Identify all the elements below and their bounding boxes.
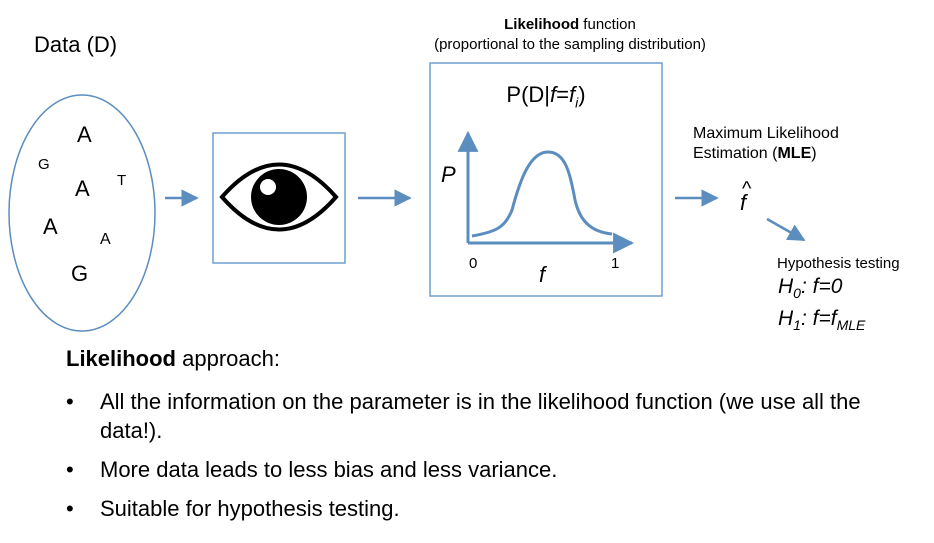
data-letter: G: [71, 261, 89, 286]
pd-sub: i: [575, 94, 579, 111]
mle-hat: ^: [742, 178, 752, 200]
mle-label: Maximum Likelihood Estimation (MLE): [693, 124, 839, 164]
h0-sub: 0: [793, 285, 801, 302]
hypothesis-h0: H0: f=0: [778, 275, 842, 301]
approach-title-rest: approach:: [176, 346, 280, 371]
bullet-icon: •: [66, 496, 74, 521]
pd-prefix: P(D|: [506, 82, 551, 107]
data-letter: A: [75, 176, 90, 201]
eye-icon: [219, 162, 339, 232]
bullet-icon: •: [66, 457, 74, 482]
x-axis-label: f: [539, 262, 546, 287]
list-item: • More data leads to less bias and less v…: [66, 455, 880, 484]
h1-rest-sub: MLE: [836, 317, 866, 334]
mle-line2-prefix: Estimation (: [693, 145, 778, 162]
arrow-icon: [766, 217, 806, 242]
pd-close: ): [578, 82, 586, 107]
y-axis-label: P: [441, 162, 456, 187]
h1-var: H: [778, 307, 794, 330]
x-tick-1: 1: [611, 255, 620, 272]
mle-line2-suffix: ): [811, 145, 817, 162]
likelihood-title-rest: function: [579, 16, 636, 33]
pd-eq: =: [556, 82, 569, 107]
approach-title: Likelihood approach:: [66, 346, 280, 372]
hypothesis-title: Hypothesis testing: [777, 255, 900, 272]
likelihood-subtitle: (proportional to the sampling distributi…: [434, 36, 706, 53]
list-item: • Suitable for hypothesis testing.: [66, 494, 880, 523]
h0-var: H: [778, 275, 794, 298]
likelihood-curve: [471, 150, 613, 238]
mle-symbol: f: [740, 190, 747, 215]
hypothesis-h1: H1: f=fMLE: [778, 307, 865, 333]
bullet-text: Suitable for hypothesis testing.: [100, 496, 400, 521]
bullet-text: More data leads to less bias and less va…: [100, 457, 558, 482]
bullet-text: All the information on the parameter is …: [100, 389, 861, 443]
likelihood-title: Likelihood function (proportional to the…: [400, 15, 740, 55]
pd-var: f: [550, 82, 557, 107]
data-letter: G: [38, 156, 50, 173]
mle-line2-bold: MLE: [777, 145, 812, 162]
x-tick-0: 0: [469, 255, 478, 272]
h0-rest: : f=0: [800, 275, 843, 298]
data-ellipse: [8, 94, 156, 332]
list-item: • All the information on the parameter is…: [66, 387, 880, 445]
pd-label: P(D|f=fi): [430, 82, 662, 110]
bullet-icon: •: [66, 389, 74, 414]
approach-bullets: • All the information on the parameter is…: [66, 387, 880, 533]
data-title: Data (D): [34, 32, 118, 57]
h1-rest: : f=f: [800, 307, 837, 330]
pd-var2: f: [569, 82, 576, 107]
data-letter: A: [100, 231, 111, 248]
data-letter: A: [77, 122, 92, 147]
data-letter: T: [117, 172, 127, 189]
likelihood-title-bold: Likelihood: [504, 16, 580, 33]
approach-title-bold: Likelihood: [66, 346, 176, 371]
h1-sub: 1: [793, 317, 801, 334]
mle-line1: Maximum Likelihood: [693, 125, 839, 142]
data-letter: A: [43, 214, 58, 239]
